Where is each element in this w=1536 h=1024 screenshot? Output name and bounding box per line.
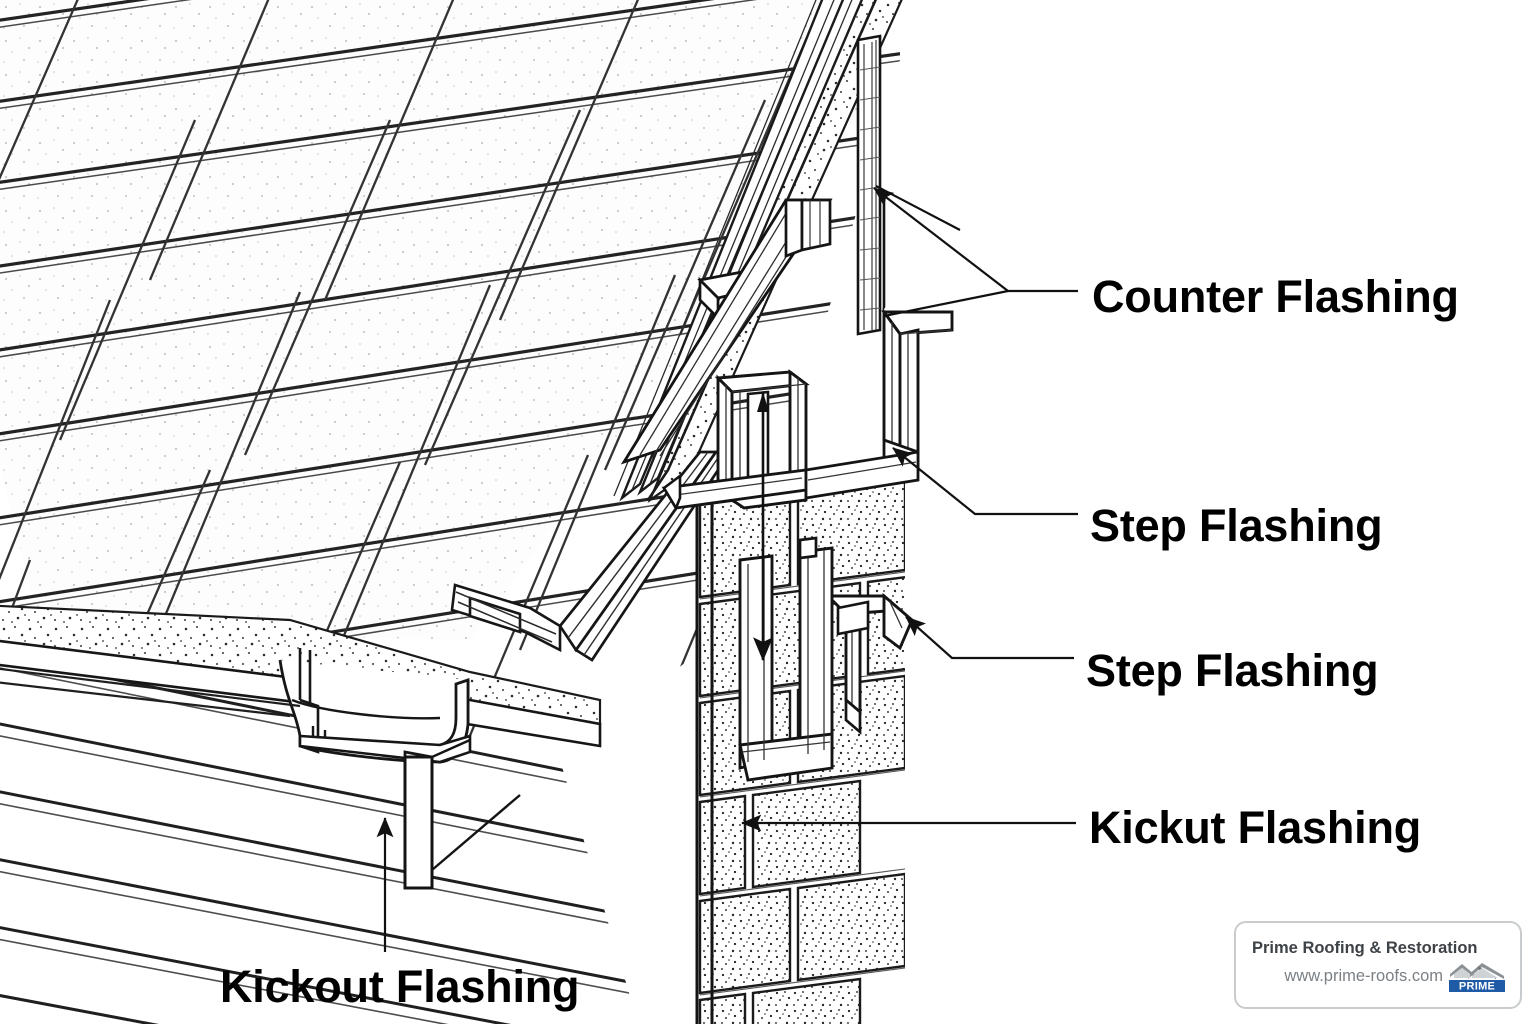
step-flashing-upper-part: [881, 307, 954, 472]
leader-lines: [376, 185, 1078, 952]
watermark-company-name: Prime Roofing & Restoration: [1252, 938, 1478, 957]
watermark-badge[interactable]: Prime Roofing & Restoration www.prime-ro…: [1234, 921, 1522, 1009]
leader-step-flashing-upper: [892, 447, 1078, 516]
kickout-flashing-part: [403, 738, 521, 890]
label-step-flashing-lower: Step Flashing: [1086, 645, 1379, 696]
label-kickout-flashing: Kickout Flashing: [220, 961, 580, 1012]
watermark-url: www.prime-roofs.com: [1284, 966, 1443, 985]
gutter-assembly: [0, 604, 602, 890]
prime-logo-icon: PRIME: [1448, 959, 1506, 993]
kickut-flashing-part: [738, 536, 834, 782]
label-kickut-flashing: Kickut Flashing: [1089, 802, 1422, 853]
label-counter-flashing: Counter Flashing: [1092, 271, 1459, 322]
leader-step-flashing-lower: [905, 616, 1074, 660]
label-step-flashing-upper: Step Flashing: [1090, 500, 1383, 551]
counter-flashing-strip: [856, 34, 882, 336]
water-flow-arrow: [753, 392, 773, 662]
wall-flashing-stack: [620, 0, 954, 782]
svg-text:PRIME: PRIME: [1459, 980, 1495, 992]
leader-counter-flashing-cross: [875, 185, 961, 231]
watermark-url-row: www.prime-roofs.com PRIME: [1248, 959, 1506, 993]
leader-counter-flashing-b: [883, 289, 1009, 318]
